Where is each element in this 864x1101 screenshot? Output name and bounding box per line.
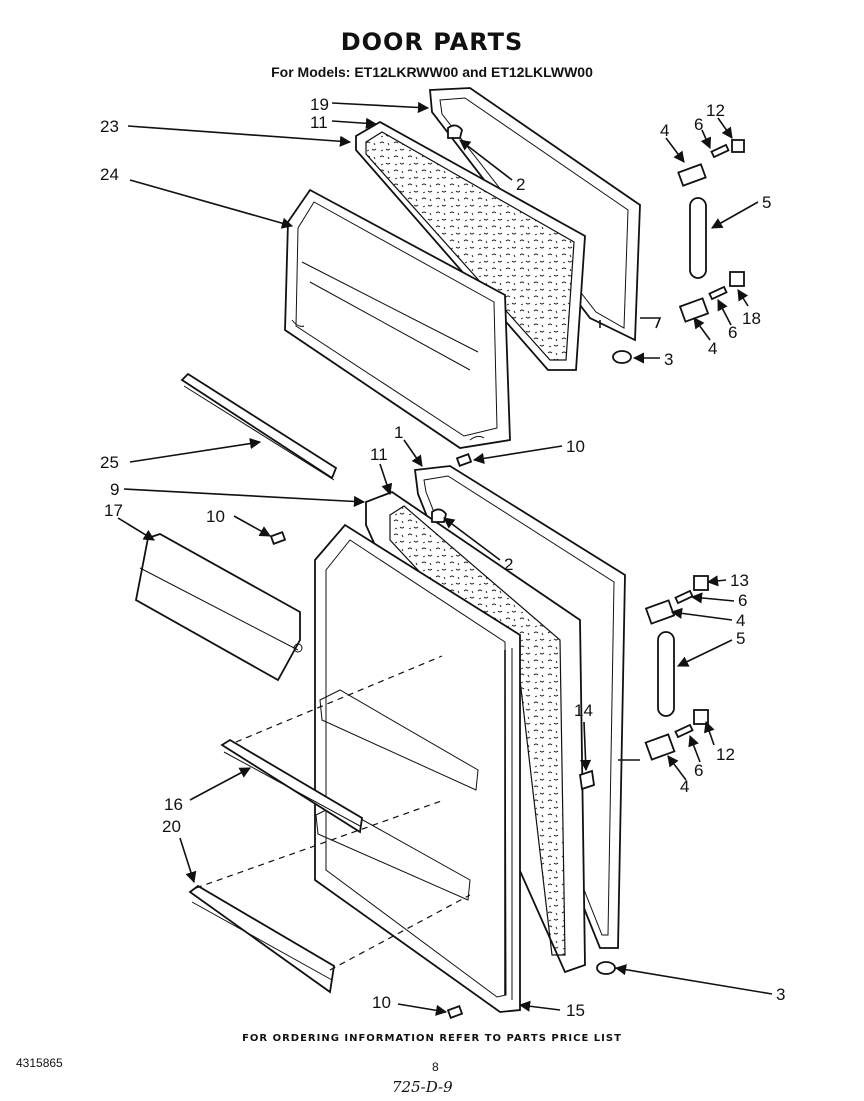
callout-11-upper: 11	[310, 113, 328, 132]
callout-9: 9	[110, 480, 119, 499]
freezer-door-liner	[284, 188, 511, 449]
bumper-lower	[596, 961, 616, 975]
callout-12-a: 12	[706, 101, 725, 120]
screw-middle	[269, 531, 287, 545]
bumper-upper	[612, 350, 632, 364]
freezer-trim-strip	[180, 372, 338, 481]
callout-14: 14	[574, 701, 593, 720]
callout-2-lower: 2	[504, 555, 513, 574]
callout-10-lower: 10	[372, 993, 391, 1012]
screw-lower	[446, 1005, 464, 1019]
callout-24: 24	[100, 165, 119, 184]
callout-10-middle: 10	[206, 507, 225, 526]
document-number: 4315865	[16, 1056, 63, 1070]
callout-4-d: 4	[680, 777, 689, 796]
callout-4-c: 4	[736, 611, 745, 630]
callout-3-lower: 3	[776, 985, 785, 1004]
models-subtitle: For Models: ET12LKRWW00 and ET12LKLWW00	[271, 64, 593, 80]
callout-5-a: 5	[762, 193, 771, 212]
lower-hinge-assembly	[644, 709, 709, 761]
callout-11-lower: 11	[370, 445, 388, 464]
callout-23: 23	[100, 117, 119, 136]
callout-4-b: 4	[708, 339, 717, 358]
callout-2-upper: 2	[516, 175, 525, 194]
callout-18: 18	[742, 309, 761, 328]
callout-19: 19	[310, 95, 329, 114]
callout-17: 17	[104, 501, 123, 520]
callout-25: 25	[100, 453, 119, 472]
freezer-door-gasket	[355, 120, 586, 371]
callout-6-b: 6	[728, 323, 737, 342]
callout-12-b: 12	[716, 745, 735, 764]
callout-5-b: 5	[736, 629, 745, 648]
hinge-pin-lower	[657, 631, 675, 717]
door-stop-lower	[431, 508, 447, 523]
page-number: 8	[432, 1060, 439, 1074]
middle-hinge-assembly	[678, 271, 745, 323]
door-closer-bracket	[579, 769, 595, 791]
ordering-note: FOR ORDERING INFORMATION REFER TO PARTS …	[242, 1033, 622, 1044]
callout-15: 15	[566, 1001, 585, 1020]
callout-13: 13	[730, 571, 749, 590]
callout-6-c: 6	[738, 591, 747, 610]
screw-upper	[455, 453, 473, 467]
hinge-pin-upper	[689, 197, 707, 279]
middle-hinge-lower-set	[644, 575, 709, 625]
callout-20: 20	[162, 817, 181, 836]
callout-1: 1	[394, 423, 403, 442]
door-stop-upper	[447, 124, 463, 139]
handwritten-code: 725-D-9	[392, 1078, 453, 1096]
callout-16: 16	[164, 795, 183, 814]
door-shelf-lower	[188, 884, 335, 994]
upper-hinge-assembly	[677, 139, 745, 187]
callout-6-d: 6	[694, 761, 703, 780]
callout-6-a: 6	[694, 115, 703, 134]
callout-labels: 19 23 11 2 4 6 12 5 24 18 6 4 3 25 1 10 …	[100, 95, 785, 1020]
callout-leaders	[117, 101, 773, 1016]
callout-3-upper: 3	[664, 350, 673, 369]
door-shelf-upper	[220, 738, 363, 834]
dairy-door	[134, 533, 303, 682]
page-title: DOOR PARTS	[340, 28, 524, 56]
callout-10-upper: 10	[566, 437, 585, 456]
callout-4-a: 4	[660, 121, 669, 140]
